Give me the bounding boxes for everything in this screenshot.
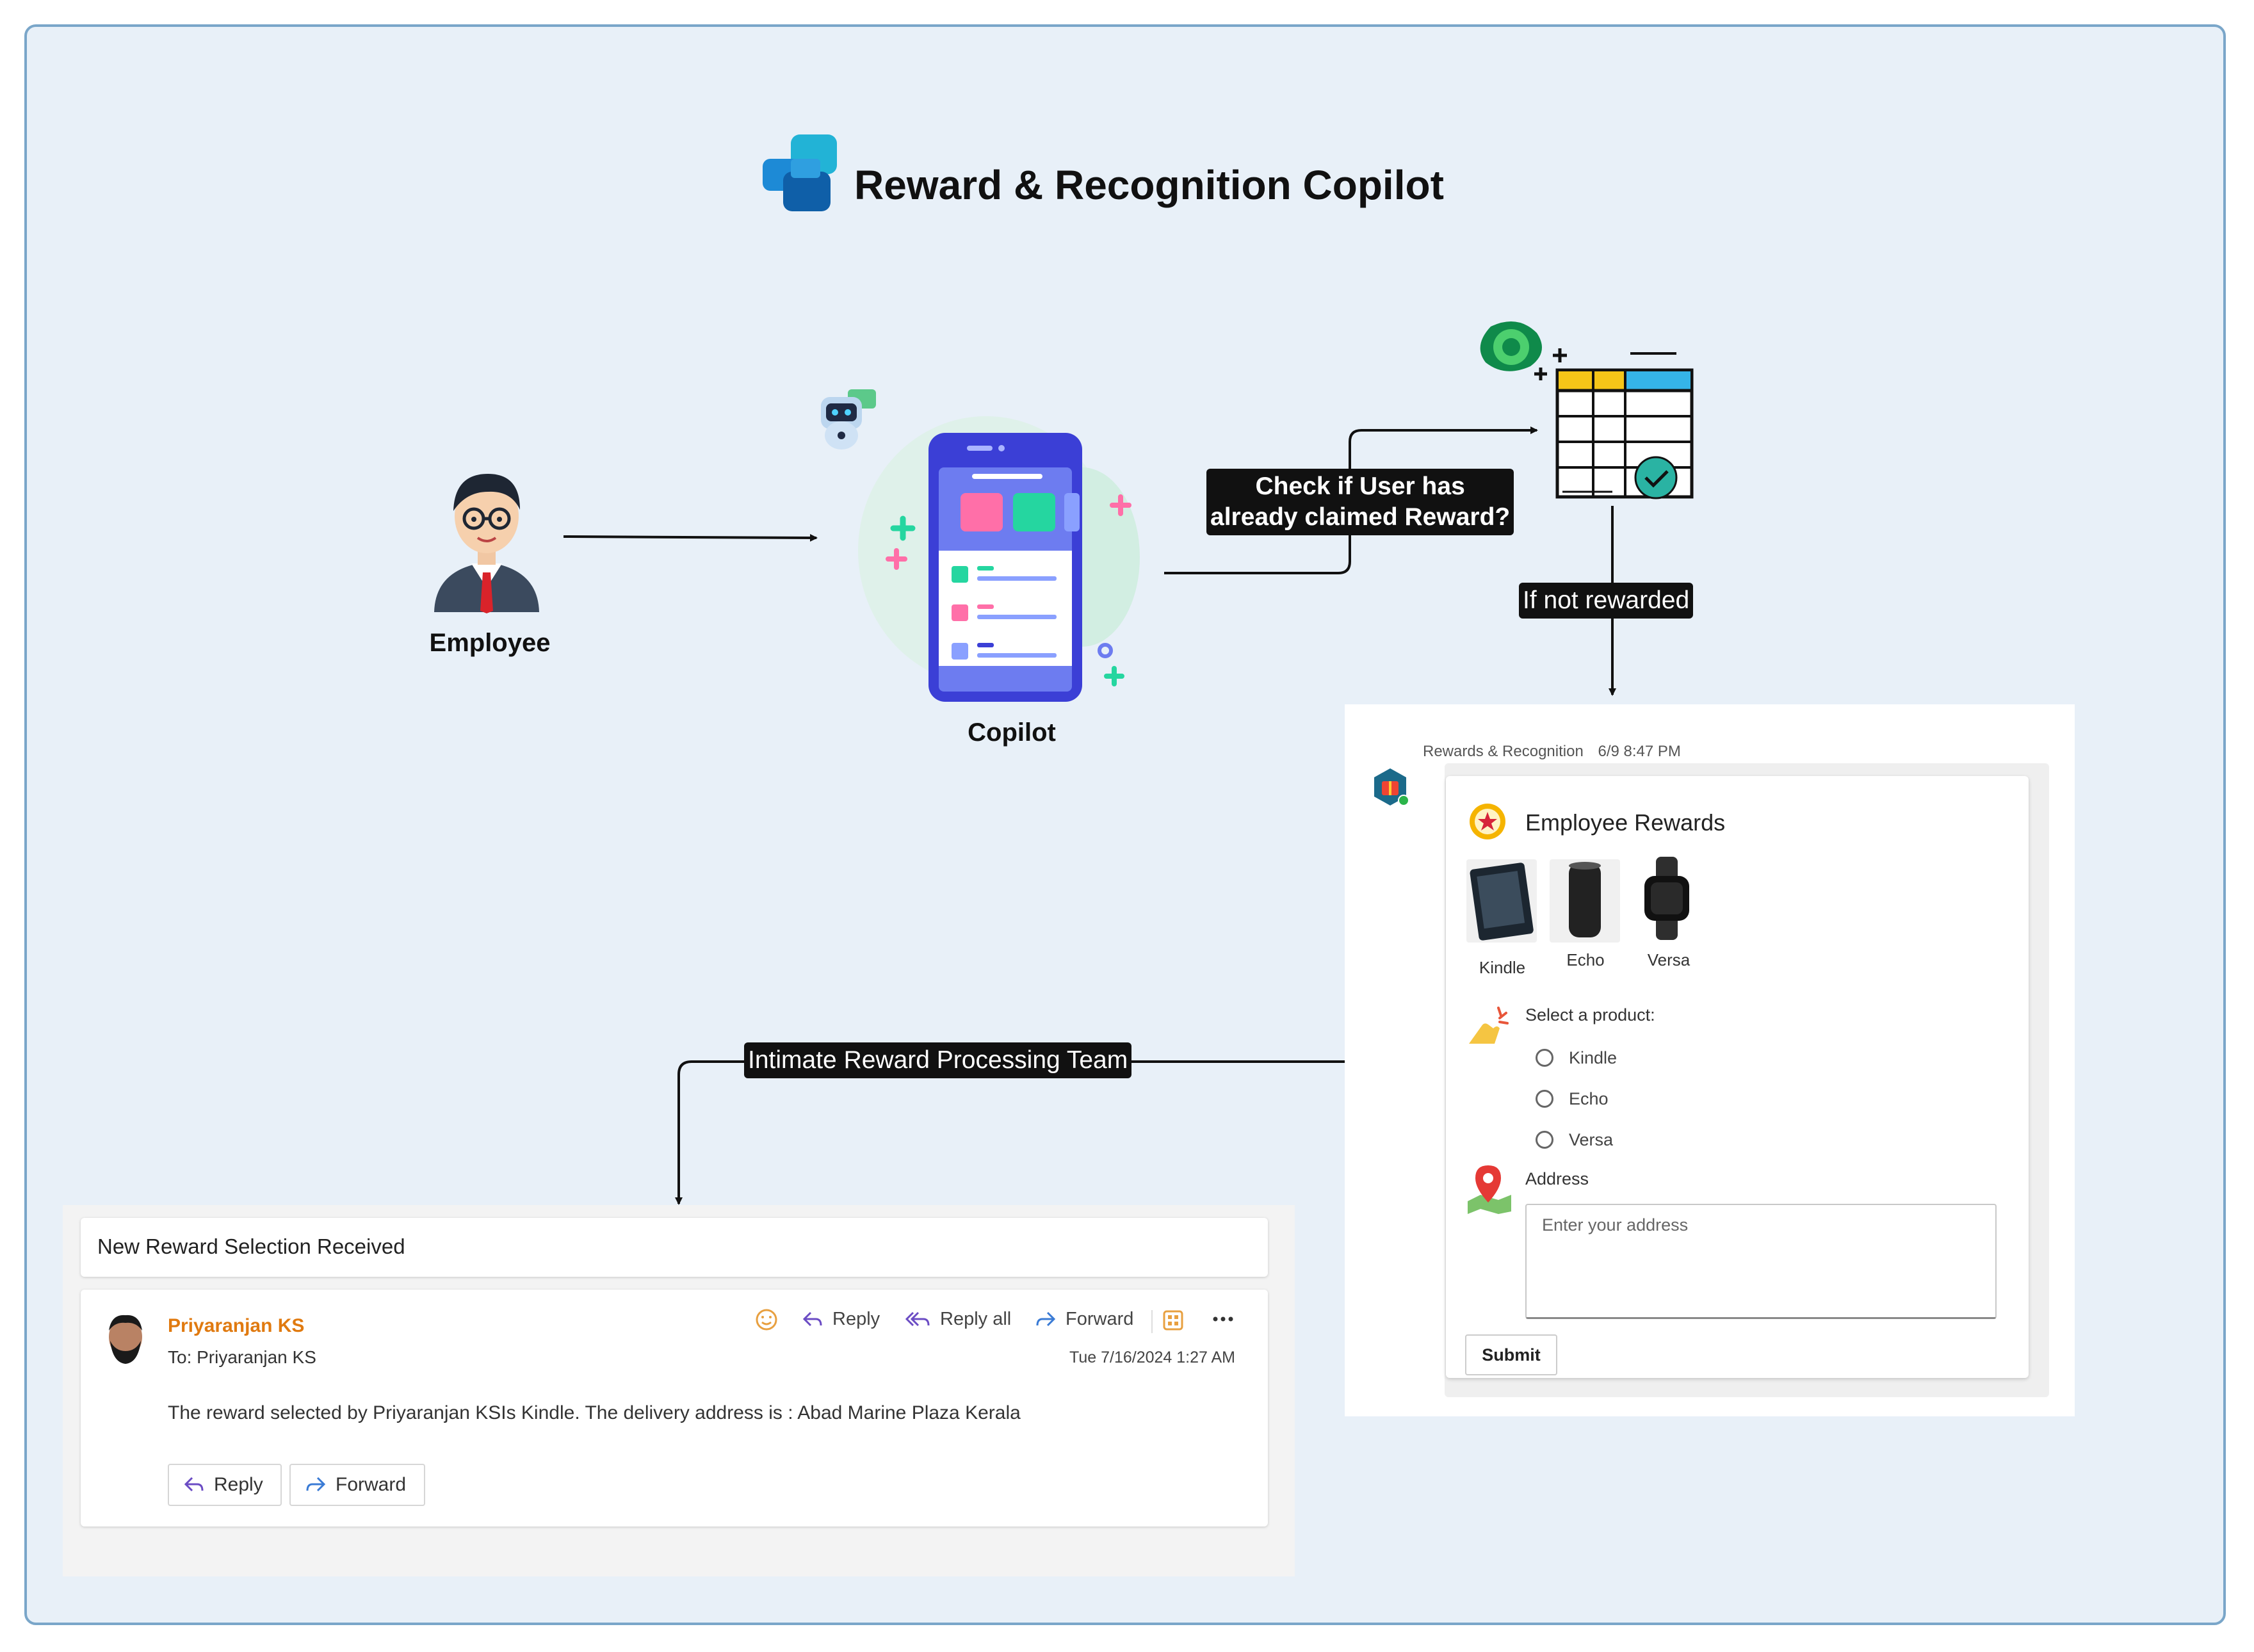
- email-recipient: To: Priyaranjan KS: [168, 1347, 316, 1367]
- dataverse-logo: [1480, 321, 1542, 371]
- edge-employee-copilot: [563, 533, 818, 542]
- reply-all-icon: [905, 1311, 930, 1326]
- copilot-phone-icon: [821, 389, 1140, 702]
- award-badge-icon: [1470, 804, 1505, 839]
- option-label: Echo: [1569, 1089, 1609, 1108]
- employee-label: Employee: [429, 629, 551, 657]
- reply-all-label: Reply all: [940, 1309, 1012, 1329]
- toolbar-divider: [1151, 1310, 1153, 1333]
- reply-action[interactable]: Reply: [802, 1309, 880, 1330]
- address-label: Address: [1525, 1169, 1589, 1188]
- select-product-label: Select a product:: [1525, 1005, 1655, 1024]
- radio-button[interactable]: [1536, 1049, 1553, 1067]
- forward-button-label: Forward: [336, 1474, 407, 1495]
- echo-image: [1550, 859, 1620, 943]
- email-body-text: The reward selected by Priyaranjan KSIs …: [168, 1402, 1021, 1423]
- dataverse-table-icon: [1480, 321, 1694, 499]
- kindle-image: [1466, 859, 1537, 943]
- reply-icon: [184, 1477, 204, 1492]
- radio-button[interactable]: [1536, 1090, 1553, 1108]
- product-name-versa: Versa: [1647, 950, 1690, 969]
- email-subject-bar: New Reward Selection Received: [81, 1218, 1268, 1277]
- product-name-echo: Echo: [1566, 950, 1605, 969]
- copilot-label: Copilot: [968, 718, 1056, 747]
- forward-icon: [306, 1477, 326, 1492]
- employee-rewards-card: Employee Rewards Kindle Echo Versa Selec…: [1446, 776, 2029, 1378]
- map-pin-icon: [1468, 1165, 1511, 1214]
- option-versa[interactable]: Versa: [1536, 1127, 1613, 1153]
- forward-action[interactable]: Forward: [1035, 1309, 1133, 1330]
- card-meta: Rewards & Recognition 6/9 8:47 PM: [1423, 743, 1691, 761]
- check-claimed-label: Check if User has already claimed Reward…: [1206, 469, 1514, 535]
- email-subject: New Reward Selection Received: [97, 1235, 405, 1258]
- reply-button[interactable]: Reply: [168, 1464, 282, 1506]
- apps-icon[interactable]: [1162, 1309, 1185, 1332]
- option-label: Kindle: [1569, 1048, 1618, 1067]
- option-label: Versa: [1569, 1130, 1614, 1149]
- sender-avatar: [102, 1311, 149, 1366]
- bot-avatar-icon: [1374, 768, 1409, 806]
- edge-card-email: [675, 1060, 1345, 1205]
- forward-button[interactable]: Forward: [289, 1464, 425, 1506]
- rewards-card-panel: Rewards & Recognition 6/9 8:47 PM Employ…: [1345, 704, 2075, 1416]
- reply-label: Reply: [832, 1309, 880, 1329]
- diagram-title: Reward & Recognition Copilot: [854, 162, 1444, 208]
- email-panel: New Reward Selection Received Priyaranja…: [63, 1205, 1295, 1576]
- pointer-hand-icon: [1469, 1007, 1509, 1044]
- reply-button-label: Reply: [214, 1474, 263, 1495]
- forward-icon: [1036, 1311, 1056, 1326]
- copilot-studio-logo: [763, 134, 837, 211]
- card-title: Employee Rewards: [1525, 809, 1726, 836]
- address-input[interactable]: Enter your address: [1525, 1204, 1997, 1319]
- email-message: Priyaranjan KS To: Priyaranjan KS Reply …: [81, 1290, 1268, 1526]
- card-time: 6/9 8:47 PM: [1598, 743, 1681, 760]
- forward-label: Forward: [1066, 1309, 1134, 1329]
- versa-image: [1632, 857, 1702, 940]
- emoji-icon[interactable]: [754, 1308, 779, 1332]
- option-echo[interactable]: Echo: [1536, 1086, 1609, 1112]
- robot-icon: [821, 389, 876, 449]
- not-rewarded-label: If not rewarded: [1519, 583, 1694, 619]
- reply-icon: [802, 1311, 822, 1326]
- email-date: Tue 7/16/2024 1:27 AM: [1069, 1348, 1235, 1366]
- card-sender: Rewards & Recognition: [1423, 743, 1584, 760]
- radio-button[interactable]: [1536, 1131, 1553, 1149]
- intimate-team-label: Intimate Reward Processing Team: [744, 1042, 1132, 1078]
- submit-button[interactable]: Submit: [1465, 1334, 1557, 1375]
- option-kindle[interactable]: Kindle: [1536, 1045, 1617, 1071]
- product-name-kindle: Kindle: [1479, 958, 1526, 977]
- email-sender[interactable]: Priyaranjan KS: [168, 1315, 305, 1336]
- more-options-icon[interactable]: [1212, 1314, 1235, 1324]
- employee-icon: [434, 474, 539, 613]
- reply-all-action[interactable]: Reply all: [905, 1309, 1011, 1330]
